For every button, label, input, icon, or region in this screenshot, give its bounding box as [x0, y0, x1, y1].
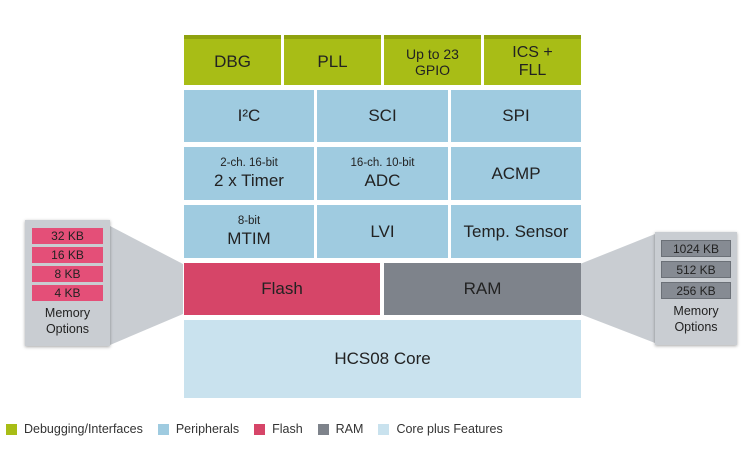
- ram-option-256kb: 256 KB: [661, 282, 731, 299]
- legend-swatch-core: [378, 423, 390, 435]
- flash-options-label-line2: Options: [45, 321, 90, 336]
- legend-swatch-peripherals: [157, 423, 169, 435]
- gpio-line2: GPIO: [414, 62, 450, 78]
- legend-label-flash: Flash: [272, 422, 303, 436]
- ics-line2: FLL: [518, 62, 547, 79]
- pll-block: PLL: [284, 35, 381, 85]
- temp-sensor-block: Temp. Sensor: [451, 205, 581, 258]
- legend-label-peripherals: Peripherals: [175, 422, 240, 436]
- i2c-label: I²C: [237, 106, 261, 126]
- gpio-block: Up to 23 GPIO: [384, 35, 481, 85]
- legend-swatch-ram: [317, 423, 329, 435]
- gpio-line1: Up to 23: [406, 45, 459, 62]
- core-label: HCS08 Core: [334, 349, 431, 369]
- ram-option-1024kb: 1024 KB: [661, 240, 731, 257]
- ram-memory-options: 1024 KB 512 KB 256 KB Memory Options: [655, 232, 737, 345]
- i2c-block: I²C: [184, 90, 314, 142]
- core-block: HCS08 Core: [184, 320, 581, 398]
- spi-block: SPI: [451, 90, 581, 142]
- timer-label: 2 x Timer: [214, 170, 284, 190]
- lvi-block: LVI: [317, 205, 448, 258]
- adc-block: 16-ch. 10-bit ADC: [317, 147, 448, 200]
- mtim-label: MTIM: [227, 228, 271, 248]
- flash-option-32kb: 32 KB: [32, 228, 103, 244]
- ram-label: RAM: [463, 279, 502, 299]
- legend-swatch-debugging: [6, 423, 17, 435]
- legend-label-debugging: Debugging/Interfaces: [24, 422, 143, 436]
- legend-item-ram: RAM: [317, 422, 364, 436]
- legend-swatch-flash: [254, 423, 266, 435]
- flash-memory-options-label: Memory Options: [25, 306, 110, 337]
- adc-label: ADC: [364, 170, 401, 190]
- spi-label: SPI: [502, 106, 530, 126]
- legend-label-ram: RAM: [335, 422, 364, 436]
- ram-connector: [580, 234, 655, 343]
- ics-fll-block: ICS + FLL: [484, 35, 581, 85]
- dbg-label: DBG: [214, 52, 251, 72]
- ram-option-512kb: 512 KB: [661, 261, 731, 278]
- flash-block: Flash: [184, 263, 380, 315]
- flash-memory-options: 32 KB 16 KB 8 KB 4 KB Memory Options: [25, 220, 110, 346]
- flash-option-4kb: 4 KB: [32, 285, 103, 301]
- timer-sublabel: 2-ch. 16-bit: [220, 156, 278, 169]
- legend-item-flash: Flash: [254, 422, 303, 436]
- ram-memory-options-label: Memory Options: [655, 304, 737, 335]
- ram-block: RAM: [384, 263, 581, 315]
- legend-item-peripherals: Peripherals: [157, 422, 240, 436]
- ics-line1: ICS +: [512, 43, 553, 61]
- flash-connector: [110, 226, 183, 345]
- mtim-block: 8-bit MTIM: [184, 205, 314, 258]
- dbg-block: DBG: [184, 35, 281, 85]
- mtim-sublabel: 8-bit: [237, 214, 261, 227]
- acmp-block: ACMP: [451, 147, 581, 200]
- sci-label: SCI: [368, 106, 397, 126]
- pll-label: PLL: [317, 52, 348, 72]
- adc-sublabel: 16-ch. 10-bit: [350, 156, 415, 169]
- legend-item-core: Core plus Features: [378, 422, 503, 436]
- sci-block: SCI: [317, 90, 448, 142]
- flash-label: Flash: [261, 279, 303, 299]
- lvi-label: LVI: [370, 221, 395, 241]
- timer-block: 2-ch. 16-bit 2 x Timer: [184, 147, 314, 200]
- acmp-label: ACMP: [491, 163, 541, 183]
- temp-sensor-label: Temp. Sensor: [463, 221, 569, 241]
- legend-item-debugging: Debugging/Interfaces: [6, 422, 143, 436]
- ram-options-label-line1: Memory: [673, 304, 719, 318]
- flash-option-8kb: 8 KB: [32, 266, 103, 282]
- ram-options-label-line2: Options: [674, 319, 718, 334]
- flash-option-16kb: 16 KB: [32, 247, 103, 263]
- legend: Debugging/Interfaces Peripherals Flash R…: [6, 420, 518, 438]
- flash-options-label-line1: Memory: [44, 306, 91, 320]
- legend-label-core: Core plus Features: [396, 422, 503, 436]
